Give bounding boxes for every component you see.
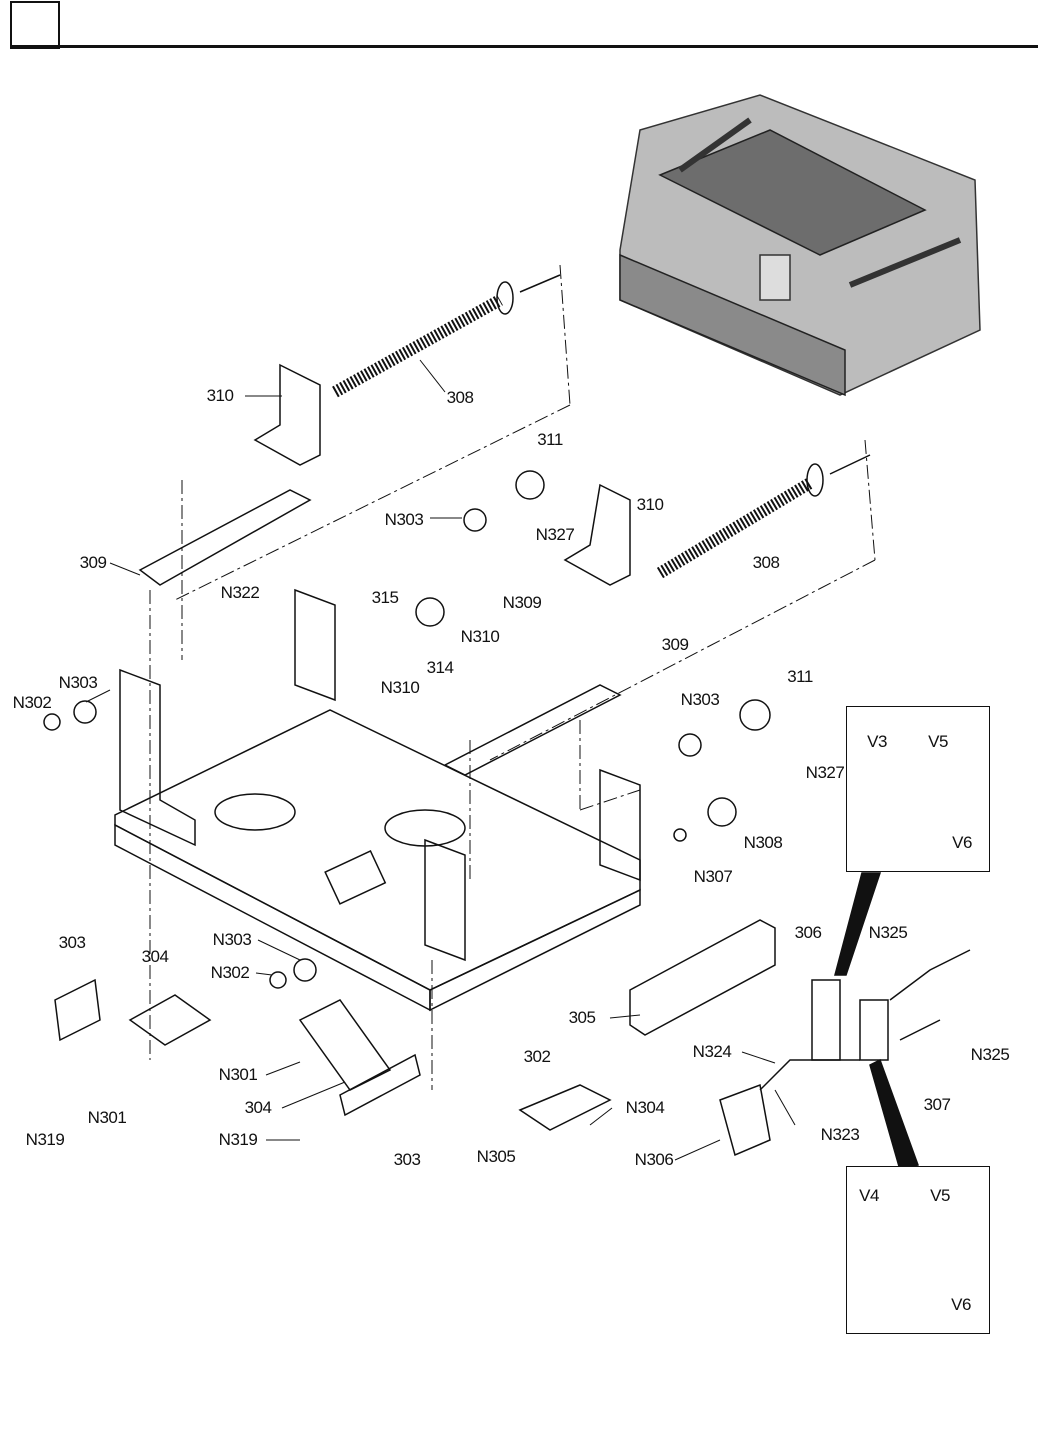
valve-307 — [860, 1000, 888, 1060]
bracket-310-left — [255, 365, 320, 465]
part-label: 304 — [142, 947, 169, 967]
part-label: N325 — [869, 923, 908, 943]
part-label: V6 — [952, 833, 972, 853]
part-label: N323 — [821, 1125, 860, 1145]
part-label: 311 — [537, 430, 563, 450]
part-label: 303 — [59, 933, 86, 953]
part-label: N302 — [13, 693, 52, 713]
part-label: V3 — [867, 732, 887, 752]
part-label: 309 — [662, 635, 689, 655]
part-label: N309 — [503, 593, 542, 613]
rail-309-left — [140, 490, 310, 585]
part-label: N307 — [694, 867, 733, 887]
part-label: N303 — [385, 510, 424, 530]
part-label: 314 — [427, 658, 454, 678]
part-label: N319 — [219, 1130, 258, 1150]
part-label: 305 — [569, 1008, 596, 1028]
ball-screw-upper — [335, 275, 560, 392]
pulley-311-right — [740, 700, 770, 730]
rail-309-right — [445, 685, 620, 775]
part-label: N302 — [211, 963, 250, 983]
manifold-N306 — [720, 1085, 770, 1155]
part-label: N305 — [477, 1147, 516, 1167]
part-label: V5 — [928, 732, 948, 752]
assembled-photo — [620, 95, 980, 395]
base-frame-302 — [115, 590, 640, 1010]
part-label: N325 — [971, 1045, 1010, 1065]
nut-N302-left — [44, 714, 60, 730]
part-label: V6 — [951, 1295, 971, 1315]
part-label: 308 — [447, 388, 474, 408]
part-label: N306 — [635, 1150, 674, 1170]
part-label: 303 — [394, 1150, 421, 1170]
bearing-N303-bottom — [294, 959, 316, 981]
bracket-303-right — [340, 1055, 420, 1115]
part-label: N303 — [681, 690, 720, 710]
part-label: N324 — [693, 1042, 732, 1062]
part-label: N301 — [88, 1108, 127, 1128]
part-label: N304 — [626, 1098, 665, 1118]
part-label: N310 — [461, 627, 500, 647]
part-label: 315 — [372, 588, 399, 608]
bearing-N303-right — [679, 734, 701, 756]
bearing-N303-left — [74, 701, 96, 723]
part-label: N301 — [219, 1065, 258, 1085]
part-label: N310 — [381, 678, 420, 698]
part-label: 304 — [245, 1098, 272, 1118]
part-label: V5 — [930, 1186, 950, 1206]
bar-305 — [630, 920, 775, 1035]
part-label: N308 — [744, 833, 783, 853]
switch-N305 — [520, 1085, 610, 1130]
part-label: 302 — [524, 1047, 551, 1067]
bracket-303-left — [55, 980, 100, 1040]
part-label: 311 — [787, 667, 813, 687]
part-label: 310 — [637, 495, 664, 515]
pulley-311-top — [516, 471, 544, 499]
pulley-N308 — [708, 798, 736, 826]
pulley-314 — [416, 598, 444, 626]
bearing-N303-top — [464, 509, 486, 531]
part-label: 309 — [80, 553, 107, 573]
part-label: N327 — [806, 763, 845, 783]
nut-N302-bottom — [270, 972, 286, 988]
part-label: N319 — [26, 1130, 65, 1150]
part-label: 308 — [753, 553, 780, 573]
part-label: 307 — [924, 1095, 951, 1115]
part-label: N303 — [59, 673, 98, 693]
part-label: N327 — [536, 525, 575, 545]
valve-306 — [812, 980, 840, 1060]
bracket-310-right — [565, 485, 630, 585]
part-label: 310 — [207, 386, 234, 406]
part-label: N303 — [213, 930, 252, 950]
part-label: N322 — [221, 583, 260, 603]
washer-N307 — [674, 829, 686, 841]
part-label: 306 — [795, 923, 822, 943]
part-label: V4 — [859, 1186, 879, 1206]
bracket-304-left — [130, 995, 210, 1045]
bracket-304-center — [300, 1000, 390, 1090]
